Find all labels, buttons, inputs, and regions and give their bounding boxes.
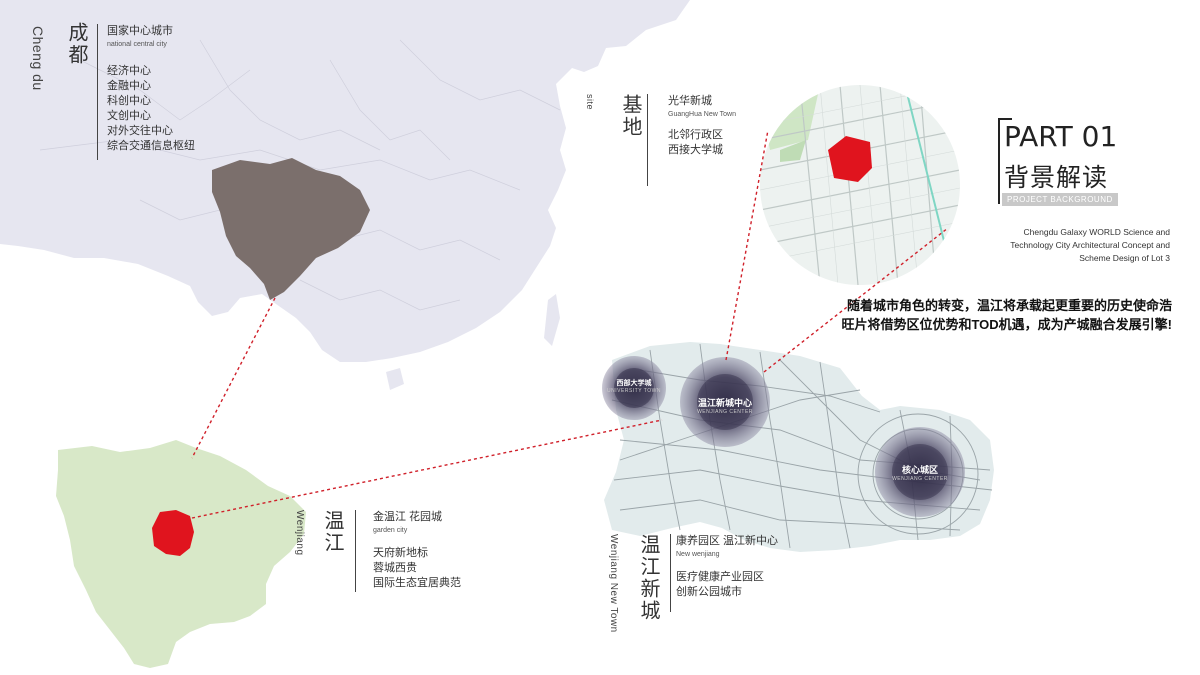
chengdu-title-en: Cheng du xyxy=(30,26,46,91)
wenjiang-item: 国际生态宜居典范 xyxy=(373,577,461,589)
chengdu-item: 经济中心 xyxy=(107,65,151,77)
hainan-island xyxy=(386,368,404,390)
chengdu-item: 对外交往中心 xyxy=(107,125,173,137)
bubble-sub: WENJIANG CENTER xyxy=(697,409,753,415)
site-info: 光华新城 GuangHua New Town 北邻行政区 西接大学城 xyxy=(668,94,736,158)
newtown-title-en: Wenjiang New Town xyxy=(608,534,619,633)
chengdu-item: 文创中心 xyxy=(107,110,151,122)
part-description-line: Technology City Architectural Concept an… xyxy=(1010,240,1170,250)
part-description-line: Chengdu Galaxy WORLD Science and xyxy=(1023,227,1170,237)
part-bracket-left xyxy=(998,118,1000,204)
site-line2: 北邻行政区 xyxy=(668,129,723,141)
site-line1: 光华新城 xyxy=(668,95,712,107)
site-title-en: site xyxy=(585,94,595,111)
connector-lines xyxy=(191,129,949,519)
taiwan-island xyxy=(544,294,560,346)
bubble-sub: WENJIANG CENTER xyxy=(892,476,948,482)
slogan-line: 随着城市角色的转变，温江将承载起更重要的历史使命浩 xyxy=(846,298,1172,313)
wenjiang-items: 天府新地标 蓉城西贵 国际生态宜居典范 xyxy=(373,546,461,591)
chengdu-item: 金融中心 xyxy=(107,80,151,92)
slogan: 随着城市角色的转变，温江将承载起更重要的历史使命浩 旺片将借势区位优势和TOD机… xyxy=(841,296,1172,334)
bubble-label: 核心城区 xyxy=(901,465,938,475)
chengdu-item: 科创中心 xyxy=(107,95,151,107)
wenjiang-title: 温江 xyxy=(321,510,343,554)
newtown-item: 医疗健康产业园区 xyxy=(676,571,764,583)
site-parcel xyxy=(828,136,872,182)
part-description-line: Scheme Design of Lot 3 xyxy=(1079,253,1170,263)
newtown-divider xyxy=(670,534,671,612)
wenjiang-district xyxy=(152,510,194,556)
newtown-line1-en: New wenjiang xyxy=(676,551,720,558)
bubble-university-label: 西部大学城 UNIVERSITY TOWN xyxy=(604,378,664,394)
chengdu-item: 综合交通信息枢纽 xyxy=(107,140,195,152)
sichuan-province xyxy=(212,158,370,300)
wenjiang-item: 蓉城西贵 xyxy=(373,562,417,574)
part-title: 背景解读 xyxy=(1004,164,1109,192)
site-line3: 西接大学城 xyxy=(668,144,723,156)
chengdu-subtitle: 国家中心城市 xyxy=(107,25,173,37)
newtown-item: 创新公园城市 xyxy=(676,586,742,598)
part-description: Chengdu Galaxy WORLD Science and Technol… xyxy=(930,226,1170,265)
bubble-label: 西部大学城 xyxy=(616,380,652,387)
chengdu-info: 国家中心城市 national central city 经济中心 金融中心 科… xyxy=(107,24,195,154)
newtown-line1: 康养园区 温江新中心 xyxy=(676,535,779,547)
wenjiang-line1-en: garden city xyxy=(373,527,408,534)
chengdu-divider xyxy=(97,24,98,160)
bubble-label: 温江新城中心 xyxy=(697,398,752,408)
wenjiang-title-en: Wenjiang xyxy=(294,510,305,556)
wenjiang-item: 天府新地标 xyxy=(373,547,428,559)
site-title: 基地 xyxy=(619,94,641,138)
bubble-core xyxy=(875,427,965,517)
newtown-info: 康养园区 温江新中心 New wenjiang 医疗健康产业园区 创新公园城市 xyxy=(676,534,778,600)
wenjiang-info: 金温江 花园城 garden city 天府新地标 蓉城西贵 国际生态宜居典范 xyxy=(373,510,461,591)
bubble-wenjiang-center xyxy=(680,357,770,447)
part-number: PART 01 xyxy=(1004,120,1118,153)
bubble-sub: UNIVERSITY TOWN xyxy=(607,388,661,394)
chengdu-subtitle-en: national central city xyxy=(107,41,167,48)
newtown-title: 温江新城 xyxy=(637,534,659,622)
chengdu-items: 经济中心 金融中心 科创中心 文创中心 对外交往中心 综合交通信息枢纽 xyxy=(107,64,195,154)
wenjiang-divider xyxy=(355,510,356,592)
part-bracket-top xyxy=(998,118,1012,120)
chengdu-title: 成都 xyxy=(65,22,87,66)
part-tag: PROJECT BACKGROUND xyxy=(1002,193,1118,206)
bubble-center-label: 温江新城中心 WENJIANG CENTER xyxy=(675,396,775,415)
wenjiang-line1: 金温江 花园城 xyxy=(373,511,443,523)
site-divider xyxy=(647,94,648,186)
newtown-items: 医疗健康产业园区 创新公园城市 xyxy=(676,570,778,600)
bubble-core-label: 核心城区 WENJIANG CENTER xyxy=(870,463,970,482)
site-line1-en: GuangHua New Town xyxy=(668,111,736,118)
slogan-line: 旺片将借势区位优势和TOD机遇，成为产城融合发展引擎! xyxy=(841,317,1172,332)
